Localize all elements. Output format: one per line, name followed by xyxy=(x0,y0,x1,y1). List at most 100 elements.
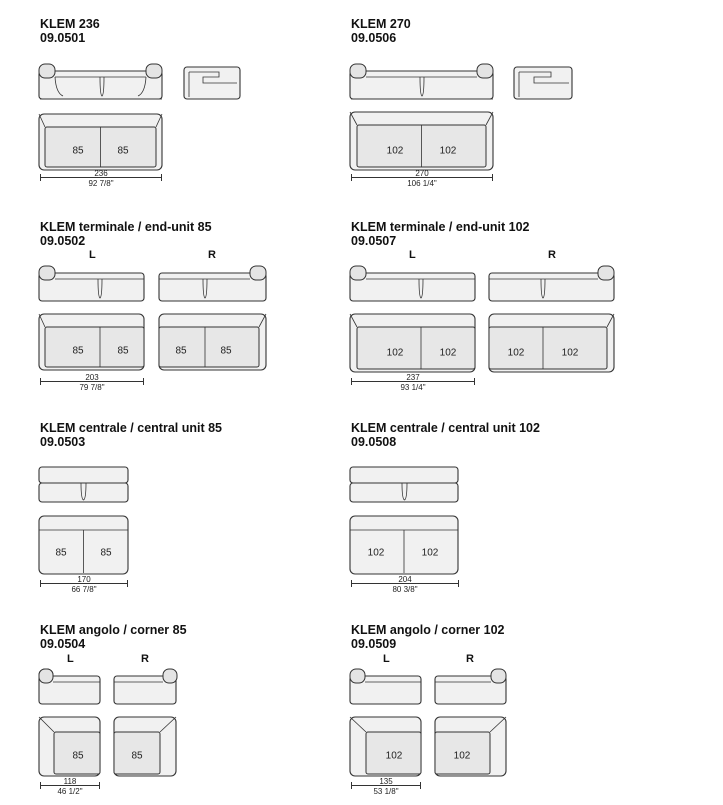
left-label: L xyxy=(67,653,74,665)
end-unit-left-front-view xyxy=(349,265,476,302)
end-unit-right-front-view xyxy=(488,265,615,302)
width-cm: 118 xyxy=(63,777,77,786)
left-label: L xyxy=(409,249,416,261)
section-klem-270: KLEM 270 09.0506 xyxy=(351,17,411,45)
product-name: KLEM terminale / end-unit 102 xyxy=(351,220,530,234)
seat-depth-label: 85 xyxy=(117,346,129,357)
corner-right-front-view xyxy=(113,668,178,705)
seat-depth-label: 102 xyxy=(454,751,471,762)
dimension-line xyxy=(40,580,128,587)
product-code: 09.0503 xyxy=(40,435,86,449)
seat-depth-label: 102 xyxy=(440,146,457,157)
seat-depth-label: 85 xyxy=(72,346,84,357)
product-name: KLEM angolo / corner 85 xyxy=(40,623,187,637)
end-unit-left-top-view: 102 102 xyxy=(349,313,476,373)
central-unit-front-view xyxy=(38,466,129,503)
end-unit-right-top-view: 102 102 xyxy=(488,313,615,373)
width-cm: 203 xyxy=(85,373,99,382)
sofa-front-view xyxy=(38,63,163,100)
central-unit-top-view: 102 102 xyxy=(349,515,459,575)
sofa-top-view: 85 85 xyxy=(38,113,163,171)
corner-right-top-view: 85 xyxy=(113,716,177,777)
section-central-unit-102: KLEM centrale / central unit 102 09.0508 xyxy=(351,421,540,449)
corner-left-front-view xyxy=(349,668,422,705)
right-label: R xyxy=(466,653,474,665)
width-inch: 80 3/8" xyxy=(392,585,418,594)
product-code: 09.0507 xyxy=(351,234,397,248)
corner-left-front-view xyxy=(38,668,101,705)
left-label: L xyxy=(383,653,390,665)
section-end-unit-102: KLEM terminale / end-unit 102 09.0507 xyxy=(351,220,530,248)
width-inch: 53 1/8" xyxy=(373,787,399,796)
sofa-front-view xyxy=(349,63,494,100)
seat-depth-label: 102 xyxy=(387,146,404,157)
seat-depth-label: 85 xyxy=(131,751,143,762)
section-corner-85: KLEM angolo / corner 85 09.0504 xyxy=(40,623,187,651)
product-code: 09.0501 xyxy=(40,31,86,45)
seat-depth-label: 85 xyxy=(220,346,232,357)
dimension-line xyxy=(40,378,144,385)
corner-right-front-view xyxy=(434,668,507,705)
right-label: R xyxy=(208,249,216,261)
product-code: 09.0504 xyxy=(40,637,86,651)
product-name: KLEM 236 xyxy=(40,17,100,31)
sofa-side-view xyxy=(183,66,241,100)
left-label: L xyxy=(89,249,96,261)
seat-depth-label: 102 xyxy=(386,751,403,762)
dimension-line xyxy=(40,174,162,181)
corner-right-top-view: 102 xyxy=(434,716,507,777)
seat-depth-label: 102 xyxy=(422,548,439,559)
product-code: 09.0506 xyxy=(351,31,397,45)
seat-depth-label: 85 xyxy=(55,548,67,559)
product-name: KLEM 270 xyxy=(351,17,411,31)
central-unit-front-view xyxy=(349,466,459,503)
seat-depth-label: 102 xyxy=(387,348,404,359)
section-central-unit-85: KLEM centrale / central unit 85 09.0503 xyxy=(40,421,222,449)
product-name: KLEM centrale / central unit 85 xyxy=(40,421,222,435)
section-klem-236: KLEM 236 09.0501 xyxy=(40,17,100,45)
right-label: R xyxy=(548,249,556,261)
seat-depth-label: 102 xyxy=(562,348,579,359)
end-unit-right-front-view xyxy=(158,265,267,302)
width-cm: 270 xyxy=(415,169,429,178)
product-code: 09.0508 xyxy=(351,435,397,449)
width-cm: 236 xyxy=(94,169,108,178)
right-label: R xyxy=(141,653,149,665)
product-name: KLEM centrale / central unit 102 xyxy=(351,421,540,435)
seat-depth-label: 85 xyxy=(100,548,112,559)
end-unit-left-top-view: 85 85 xyxy=(38,313,145,371)
width-inch: 92 7/8" xyxy=(88,179,114,188)
product-name: KLEM terminale / end-unit 85 xyxy=(40,220,212,234)
width-inch: 79 7/8" xyxy=(79,383,105,392)
width-inch: 93 1/4" xyxy=(400,383,426,392)
seat-depth-label: 85 xyxy=(72,751,84,762)
width-cm: 237 xyxy=(406,373,420,382)
width-inch: 66 7/8" xyxy=(71,585,97,594)
width-inch: 106 1/4" xyxy=(407,179,437,188)
end-unit-left-front-view xyxy=(38,265,145,302)
end-unit-right-top-view: 85 85 xyxy=(158,313,267,371)
section-end-unit-85: KLEM terminale / end-unit 85 09.0502 xyxy=(40,220,212,248)
corner-left-top-view: 85 xyxy=(38,716,101,777)
seat-depth-label: 102 xyxy=(508,348,525,359)
width-cm: 170 xyxy=(77,575,91,584)
sofa-side-view xyxy=(513,66,573,100)
width-cm: 135 xyxy=(379,777,393,786)
central-unit-top-view: 85 85 xyxy=(38,515,129,575)
dimension-line xyxy=(351,580,459,587)
seat-depth-label: 102 xyxy=(440,348,457,359)
section-corner-102: KLEM angolo / corner 102 09.0509 xyxy=(351,623,505,651)
dimension-line xyxy=(351,174,493,181)
product-name: KLEM angolo / corner 102 xyxy=(351,623,505,637)
product-code: 09.0502 xyxy=(40,234,86,248)
corner-left-top-view: 102 xyxy=(349,716,422,777)
dimension-line xyxy=(351,378,475,385)
dimension-line xyxy=(351,782,421,789)
product-code: 09.0509 xyxy=(351,637,397,651)
width-cm: 204 xyxy=(398,575,412,584)
seat-depth-label: 85 xyxy=(72,146,84,157)
dimension-line xyxy=(40,782,100,789)
sofa-top-view: 102 102 xyxy=(349,111,494,171)
width-inch: 46 1/2" xyxy=(57,787,83,796)
seat-depth-label: 85 xyxy=(175,346,187,357)
